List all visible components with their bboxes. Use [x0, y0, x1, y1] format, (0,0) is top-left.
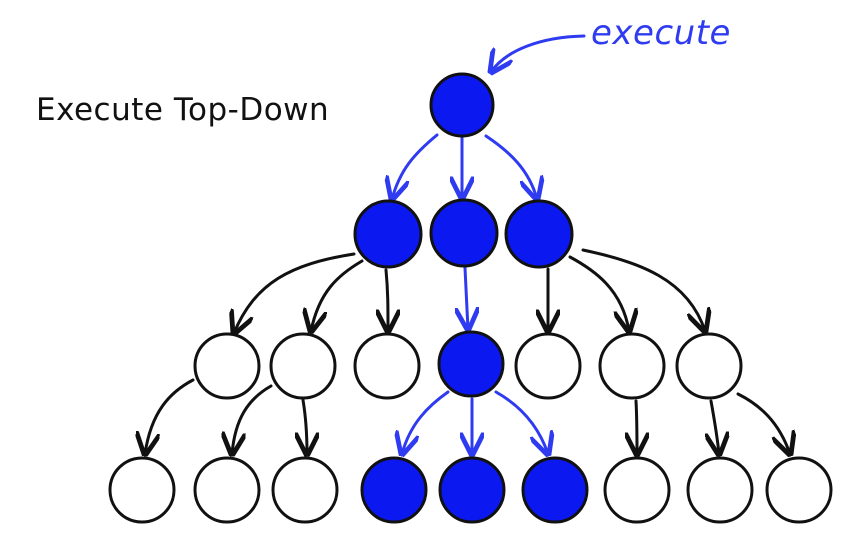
- annotation-arrow-icon: [491, 34, 586, 72]
- active-edge-root-to-l1-left: [392, 133, 439, 199]
- inactive-edge-l2-6-to-l3-7: [636, 399, 637, 454]
- active-node-l3-5: [438, 456, 506, 524]
- inactive-edge-l2-7-to-l3-8: [711, 399, 719, 454]
- active-node-l1-left: [353, 199, 423, 269]
- inactive-edge-l1-right-to-l2-6: [568, 255, 629, 331]
- inactive-node-l2-2: [269, 332, 337, 400]
- active-node-l3-4: [360, 456, 428, 524]
- inactive-node-l3-8: [686, 456, 754, 524]
- inactive-node-l2-7: [675, 332, 743, 400]
- inactive-edge-l2-7-to-l3-9: [736, 392, 790, 454]
- inactive-node-l3-7: [603, 456, 671, 524]
- inactive-node-l3-9: [765, 456, 833, 524]
- inactive-node-l3-1: [108, 456, 176, 524]
- active-edge-root-to-l1-right: [484, 134, 537, 199]
- inactive-node-l2-3: [353, 332, 421, 400]
- inactive-edge-l1-left-to-l2-3: [386, 268, 388, 331]
- nodes-layer: [108, 72, 833, 524]
- inactive-node-l2-5: [514, 332, 582, 400]
- active-node-l1-middle: [429, 198, 499, 268]
- active-node-root: [429, 72, 495, 138]
- diagram-title: Execute Top-Down: [36, 92, 329, 128]
- inactive-edge-l1-left-to-l2-2: [311, 259, 364, 331]
- active-edge-l2-4-to-l3-4: [402, 390, 450, 454]
- inactive-node-l2-1: [193, 332, 261, 400]
- active-edge-l2-4-to-l3-6: [494, 390, 548, 454]
- inactive-node-l2-6: [598, 332, 666, 400]
- inactive-node-l3-2: [193, 456, 261, 524]
- edges-layer: [145, 133, 790, 454]
- active-node-l3-6: [521, 456, 589, 524]
- inactive-node-l3-3: [271, 456, 339, 524]
- inactive-edge-l2-2-to-l3-3: [303, 398, 307, 454]
- execute-annotation: execute: [591, 13, 731, 53]
- inactive-edge-l2-1-to-l3-1: [145, 378, 195, 454]
- active-node-l1-right: [504, 199, 574, 269]
- inactive-edge-l1-right-to-l2-7: [581, 248, 705, 331]
- active-node-l2-4: [437, 330, 505, 398]
- inactive-edge-l2-2-to-l3-2: [232, 384, 273, 454]
- inactive-edge-l1-left-to-l2-1: [234, 252, 356, 333]
- active-edge-l1-middle-to-l2-4: [465, 266, 468, 329]
